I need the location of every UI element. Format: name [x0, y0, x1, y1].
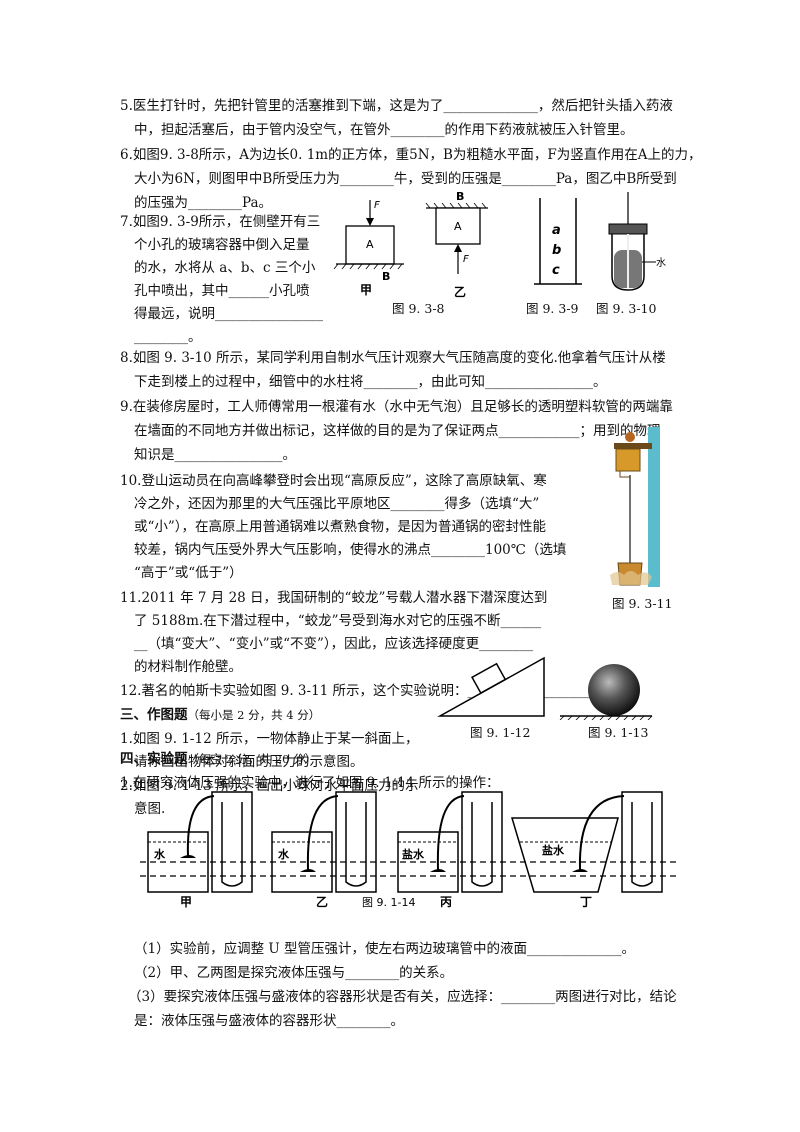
exp-q2: （2）甲、乙两图是探究液体压强与________的关系。 [134, 965, 454, 981]
fig938-label-b2: B [456, 190, 464, 203]
q10-line1: 10.登山运动员在向高峰攀登时会出现“高原反应”，这除了高原缺氧、寒 [120, 473, 547, 489]
q11-line3: __（填“变大”、“变小”或“不变”），因此，应该选择硬度更________ [134, 636, 534, 652]
fig9114-water4: 盐水 [542, 843, 565, 857]
q9-line2: 在墙面的不同地方并做出标记，这样做的目的是为了保证两点____________；… [134, 423, 661, 439]
q7-line6: ________。 [134, 329, 202, 345]
draw1-line2: 请你画出物体对斜面的压力的示意图。 [134, 754, 364, 770]
fig938-label-b: B [382, 270, 390, 283]
figure-9-1-12 [437, 656, 545, 717]
q8-line1: 8.如图 9. 3-10 所示，某同学利用自制水气压计观察大气压随高度的变化.他… [120, 350, 666, 366]
figure-9-1-14: 水 水 盐水 盐水 甲 乙 丙 丁 图 9. 1-14 [140, 791, 680, 908]
fig9114-water1: 水 [154, 847, 166, 861]
fig939-caption: 图 9. 3-9 [526, 301, 579, 316]
fig9114-caption: 图 9. 1-14 [362, 896, 415, 908]
fig938-label-f: F [374, 200, 380, 211]
q10-line3: 或“小”），在高原上用普通锅难以煮熟食物，是因为普通锅的密封性能 [134, 519, 547, 535]
section-3-title: 三、作图题 [120, 707, 188, 723]
q5-line2: 中，担起活塞后，由于管内没空气，在管外________的作用下药液就被压入针管里… [134, 122, 634, 138]
q7-line2: 个小孔的玻璃容器中倒入足量 [134, 237, 310, 253]
figure-9-1-13 [559, 664, 653, 720]
fig9114-water3: 盐水 [402, 847, 425, 861]
q7-line1: 7.如图9. 3-9所示，在侧壁开有三 [120, 214, 321, 230]
fig9114-yi: 乙 [316, 895, 328, 908]
exp-q3-line2: 是：液体压强与盛液体的容器形状________。 [134, 1013, 404, 1029]
fig9114-ding: 丁 [580, 895, 592, 908]
fig938-caption: 图 9. 3-8 [392, 301, 445, 316]
fig938-yi: 乙 [454, 285, 466, 299]
q7-line5: 得最远，说明________________ [134, 306, 323, 322]
section-4-note: （每空 2 分，共 20 分） [187, 752, 317, 766]
fig9114-water2: 水 [278, 847, 290, 861]
fig938-jia: 甲 [360, 283, 372, 297]
fig9114-bing: 丙 [440, 895, 452, 908]
fig9112-caption: 图 9. 1-12 [470, 725, 531, 740]
figure-9-3-9: a b c [534, 198, 582, 285]
fig9113-caption: 图 9. 1-13 [588, 725, 649, 740]
fig939-c: c [552, 263, 560, 278]
section-4-title: 四、实验题 [120, 751, 188, 767]
fig9311-caption: 图 9. 3-11 [612, 596, 673, 611]
exp1-line1: 1.在研究液体压强的实验中，进行了如图 9. 1-14 所示的操作： [120, 775, 500, 791]
fig9310-caption: 图 9. 3-10 [596, 301, 657, 316]
fig9310-water: 水 [656, 257, 666, 269]
q6-line2: 大小为6N，则图甲中B所受压力为________牛，受到的压强是________… [134, 171, 677, 187]
section-3-note: （每小是 2 分，共 4 分） [187, 708, 321, 722]
figure-9-3-11 [610, 427, 660, 587]
q11-line2: 了 5188m.在下潜过程中，“蛟龙”号受到海水对它的压强不断______ [134, 613, 542, 629]
draw2-line1: 2.如图 9. 1-13 所示，画出小球对水平面压力的示 [120, 778, 419, 794]
figure-9-3-10: 水 [608, 192, 666, 291]
q11-line4: 的材料制作舱壁。 [134, 659, 242, 675]
fig9114-jia: 甲 [180, 895, 192, 908]
section-4-heading: 四、实验题（每空 2 分，共 20 分） [120, 750, 316, 768]
figure-9-3-8: F A B 甲 B A F 乙 [333, 190, 488, 299]
q9-line1: 9.在装修房屋时，工人师傅常用一根灌有水（水中无气泡）且足够长的透明塑料软管的两… [120, 399, 673, 415]
draw1-line1: 1.如图 9. 1-12 所示，一物体静止于某一斜面上， [120, 731, 419, 747]
section-3-heading: 三、作图题（每小是 2 分，共 4 分） [120, 706, 320, 724]
fig938-label-a2: A [454, 220, 462, 233]
exp-q3-line1: （3）要探究液体压强与盛液体的容器形状是否有关，应选择：________两图进行… [128, 989, 677, 1005]
q7-line4: 孔中喷出，其中______小孔喷 [134, 283, 310, 299]
q6-line1: 6.如图9. 3-8所示，A为边长0. 1m的正方体，重5N，B为粗糙水平面，F… [120, 147, 702, 163]
exp-q1: （1）实验前，应调整 U 型管压强计，使左右两边玻璃管中的液面_________… [134, 941, 636, 957]
fig939-a: a [552, 223, 561, 238]
q8-line2: 下走到楼上的过程中，细管中的水柱将________，由此可知__________… [134, 374, 607, 390]
fig939-b: b [552, 243, 561, 258]
q10-line2: 冷之外，还因为那里的大气压强比平原地区________得多（选填“大” [134, 496, 540, 512]
fig938-label-f2: F [463, 254, 469, 265]
fig938-label-a: A [366, 238, 374, 251]
q7-line3: 的水，水将从 a、b、c 三个小 [134, 260, 316, 276]
q5-line1: 5.医生打针时，先把针管里的活塞推到下端，这是为了______________，… [120, 98, 673, 114]
draw2-line2: 意图. [134, 801, 166, 817]
q6-line3: 的压强为________Pa。 [134, 195, 273, 211]
q11-line1: 11.2011 年 7 月 28 日，我国研制的“蛟龙”号载人潜水器下潜深度达到 [120, 590, 548, 606]
q10-line5: “高于”或“低于”） [134, 565, 243, 581]
q9-line3: 知识是________________。 [134, 447, 296, 463]
q10-line4: 较差，锅内气压受外界大气压影响，使得水的沸点________100℃（选填 [134, 542, 567, 558]
